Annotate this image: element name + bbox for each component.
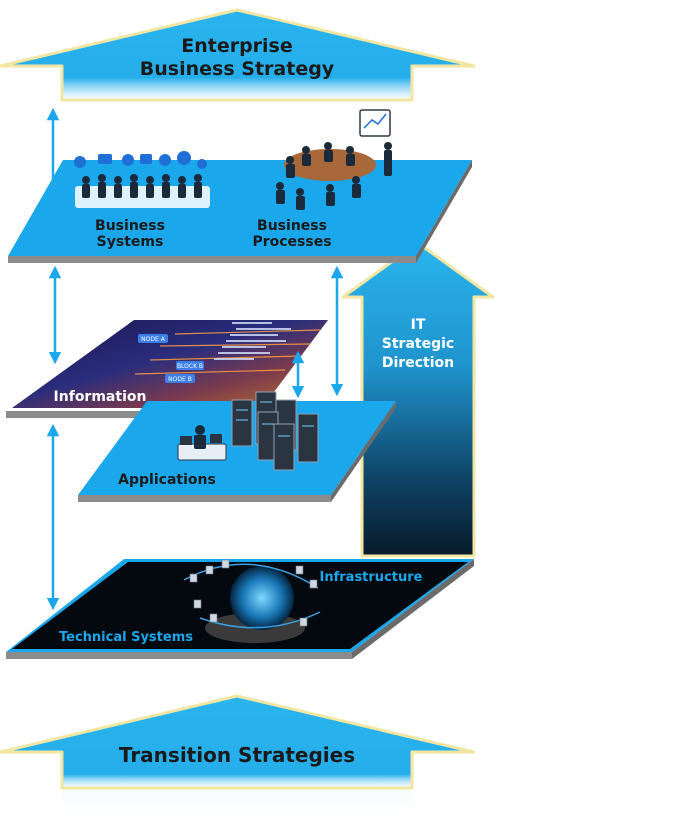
information-label: Information [54, 389, 147, 405]
transition-strategies-arrow: Transition Strategies [0, 694, 476, 820]
business-systems-illustration [74, 151, 210, 208]
enterprise-label-line1: Enterprise [181, 35, 293, 57]
it-label-line3: Direction [382, 355, 454, 371]
applications-label: Applications [118, 472, 216, 488]
business-systems-label-line2: Systems [97, 234, 164, 250]
information-layer: NODE A BLOCK B NODE B Information [6, 318, 333, 418]
technical-systems-label: Technical Systems [59, 630, 193, 645]
connector-arrows [46, 107, 344, 611]
it-label-line1: IT [411, 317, 426, 333]
screen-tag-1: NODE A [141, 336, 166, 343]
network-globe-illustration [183, 559, 321, 643]
business-processes-label-line2: Processes [252, 234, 331, 250]
screen-tag-2: BLOCK B [177, 363, 203, 370]
it-label-line2: Strategic [382, 336, 454, 352]
it-strategic-direction-arrow: IT Strategic Direction [341, 241, 495, 558]
infrastructure-layer: Infrastructure Technical Systems [6, 559, 474, 659]
business-processes-label-line1: Business [257, 218, 327, 234]
business-layer: Business Systems Business Processes [8, 109, 472, 263]
enterprise-strategy-arrow: Enterprise Business Strategy [0, 8, 476, 106]
applications-layer: Applications [78, 391, 396, 502]
enterprise-label-line2: Business Strategy [140, 58, 335, 80]
screen-tag-3: NODE B [168, 376, 192, 383]
servers-illustration [177, 391, 319, 471]
transition-strategies-label: Transition Strategies [119, 743, 355, 767]
information-screen-graphic: NODE A BLOCK B NODE B [134, 322, 321, 383]
business-processes-illustration [276, 109, 392, 210]
business-systems-label-line1: Business [95, 218, 165, 234]
infrastructure-label: Infrastructure [320, 570, 423, 585]
